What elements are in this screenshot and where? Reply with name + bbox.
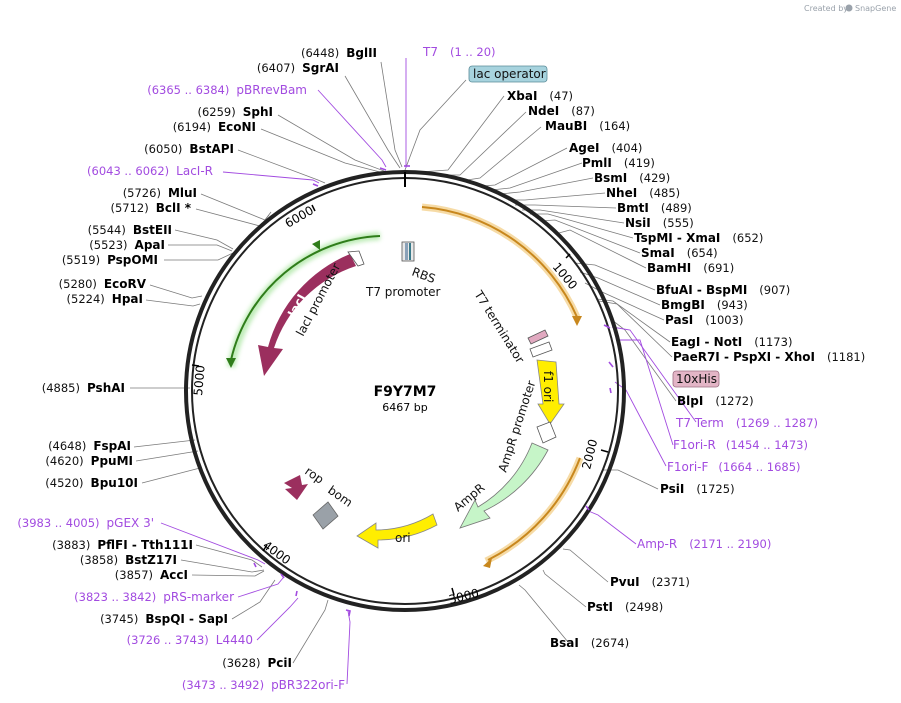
label-f1-ori: f1 ori bbox=[541, 371, 555, 402]
site-labels-right: XbaI(47) NdeI(87) MauBI(164) AgeI(404) P… bbox=[507, 89, 865, 650]
site-bpu10i: (4520)Bpu10I bbox=[45, 476, 138, 490]
t7-promoter-box bbox=[401, 241, 415, 262]
his-tag-box bbox=[529, 341, 553, 358]
site-pvui: PvuI(2371) bbox=[610, 575, 690, 589]
site-mlui: (5726)MluI bbox=[123, 186, 197, 200]
site-apai: (5523)ApaI bbox=[89, 238, 165, 252]
primer-pbrrevbam: (6365 .. 6384)pBRrevBam bbox=[147, 83, 307, 97]
rop-arrow bbox=[284, 475, 308, 500]
primer-pgex3: (3983 .. 4005)pGEX 3' bbox=[17, 516, 154, 530]
site-econi: (6194)EcoNI bbox=[173, 120, 256, 134]
label-t7-terminator: T7 terminator bbox=[471, 287, 527, 365]
site-xbai: XbaI(47) bbox=[507, 89, 573, 103]
site-acci: (3857)AccI bbox=[115, 568, 188, 582]
site-bcli: (5712)BclI * bbox=[110, 201, 191, 215]
site-smai: SmaI(654) bbox=[641, 246, 718, 260]
primer-pbr322ori-f: (3473 .. 3492)pBR322ori-F bbox=[182, 678, 345, 692]
site-sphi: (6259)SphI bbox=[198, 105, 274, 119]
label-ori: ori bbox=[395, 531, 411, 545]
f1-ori-arrow bbox=[536, 359, 565, 425]
site-ecorv: (5280)EcoRV bbox=[59, 277, 147, 291]
site-pspomi: (5519)PspOMI bbox=[62, 253, 158, 267]
label-t7-promoter: T7 promoter bbox=[365, 285, 441, 299]
site-pasi: PasI(1003) bbox=[665, 313, 743, 327]
plasmid-size: 6467 bp bbox=[382, 401, 427, 414]
lac-operator-label: lac operator bbox=[468, 65, 548, 83]
laci-outer-arrow bbox=[226, 232, 381, 368]
laci-promoter-box bbox=[347, 250, 365, 267]
credit-prefix: Created by bbox=[804, 4, 848, 13]
site-nsii: NsiI(555) bbox=[625, 216, 694, 230]
ori-arrow bbox=[356, 513, 438, 549]
primer-t7: T7(1 .. 20) bbox=[422, 45, 496, 59]
t7-terminator-box bbox=[527, 329, 549, 345]
backbone bbox=[184, 170, 626, 612]
label-rbs: RBS bbox=[410, 265, 437, 286]
bom-box bbox=[312, 501, 339, 530]
t7-transcript-arrow bbox=[421, 203, 582, 326]
plasmid-name: F9Y7M7 bbox=[374, 384, 437, 400]
site-nhei: NheI(485) bbox=[606, 186, 680, 200]
ampr-transcript-arrow bbox=[483, 456, 584, 568]
primer-laci-r: (6043 .. 6062)LacI-R bbox=[87, 164, 213, 178]
primer-marks bbox=[253, 165, 614, 617]
site-bstz17i: (3858)BstZ17I bbox=[80, 553, 177, 567]
site-bstapi: (6050)BstAPI bbox=[144, 142, 234, 156]
site-agei: AgeI(404) bbox=[569, 141, 642, 155]
site-pcii: (3628)PciI bbox=[222, 656, 292, 670]
site-pshai: (4885)PshAI bbox=[42, 381, 125, 395]
site-tspmi: TspMI - XmaI(652) bbox=[634, 231, 763, 245]
site-bsmi: BsmI(429) bbox=[594, 171, 670, 185]
snapgene-logo-icon bbox=[845, 4, 853, 12]
site-bmti: BmtI(489) bbox=[617, 201, 692, 215]
ampr-promoter-box bbox=[536, 421, 557, 444]
site-bsteii: (5544)BstEII bbox=[88, 223, 172, 237]
tick-5000: 5000 bbox=[191, 365, 208, 397]
his-tag-label: 10xHis bbox=[672, 370, 720, 388]
primer-leader-lines bbox=[160, 58, 697, 685]
site-bfuai: BfuAI - BspMI(907) bbox=[656, 283, 790, 297]
site-eagi: EagI - NotI(1173) bbox=[671, 335, 792, 349]
site-bsai: BsaI(2674) bbox=[550, 636, 629, 650]
snapgene-credit: Created by SnapGene bbox=[804, 4, 896, 13]
site-bglii: (6448)BglII bbox=[301, 46, 377, 60]
primer-f1ori-f: F1ori-F(1664 .. 1685) bbox=[667, 460, 801, 474]
primer-labels: T7(1 .. 20) (6365 .. 6384)pBRrevBam (604… bbox=[17, 45, 818, 692]
site-psii: PsiI(1725) bbox=[660, 482, 735, 496]
site-bmgbi: BmgBI(943) bbox=[661, 298, 748, 312]
site-ndei: NdeI(87) bbox=[528, 104, 595, 118]
label-rop: rop bbox=[302, 464, 326, 487]
site-paer7i: PaeR7I - PspXI - XhoI(1181) bbox=[673, 350, 865, 364]
ampr-gene-arrow bbox=[459, 442, 549, 529]
svg-text:10xHis: 10xHis bbox=[676, 372, 717, 386]
tick-2000: 2000 bbox=[579, 438, 600, 471]
site-psti: PstI(2498) bbox=[587, 600, 663, 614]
primer-amp-r: Amp-R(2171 .. 2190) bbox=[637, 537, 771, 551]
site-blpi: BlpI(1272) bbox=[677, 394, 754, 408]
site-ppumi: (4620)PpuMI bbox=[45, 454, 133, 468]
primer-f1ori-r: F1ori-R(1454 .. 1473) bbox=[673, 438, 808, 452]
site-pmli: PmlI(419) bbox=[582, 156, 655, 170]
site-hpai: (5224)HpaI bbox=[67, 292, 143, 306]
laci-gene-arrow bbox=[258, 250, 365, 376]
site-bspqi: (3745)BspQI - SapI bbox=[100, 612, 228, 626]
site-maubi: MauBI(164) bbox=[545, 119, 630, 133]
primer-prs-marker: (3823 .. 3842)pRS-marker bbox=[74, 590, 234, 604]
site-sgrai: (6407)SgrAI bbox=[257, 61, 339, 75]
credit-brand: SnapGene bbox=[855, 4, 896, 13]
site-pflfi: (3883)PflFI - Tth111I bbox=[52, 538, 193, 552]
site-fspai: (4648)FspAI bbox=[48, 439, 131, 453]
primer-l4440: (3726 .. 3743)L4440 bbox=[127, 633, 253, 647]
primer-t7-term: T7 Term(1269 .. 1287) bbox=[675, 416, 818, 430]
site-bamhi: BamHI(691) bbox=[647, 261, 734, 275]
svg-text:lac operator: lac operator bbox=[473, 67, 546, 81]
site-labels-left: (6448)BglII (6407)SgrAI (6259)SphI (6194… bbox=[42, 46, 377, 670]
tick-4000: 4000 bbox=[260, 538, 293, 567]
